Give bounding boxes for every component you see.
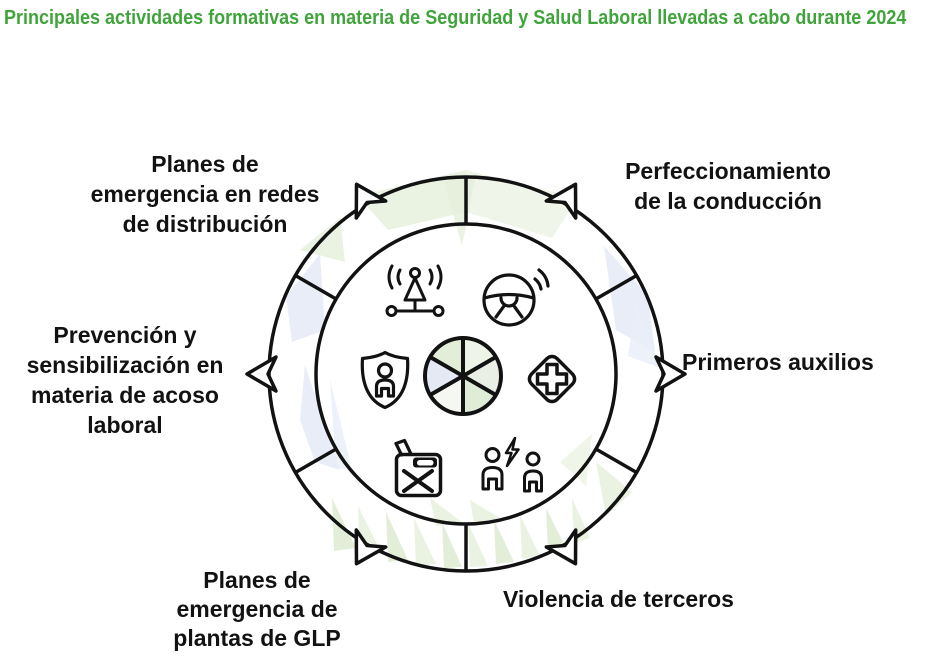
radio-antenna-network-icon: [383, 264, 447, 322]
label-planes-emergencia-redes: Planes de emergencia en redes de distrib…: [90, 151, 320, 237]
label-planes-emergencia-glp: Planes de emergencia de plantas de GLP: [173, 567, 341, 651]
label-prevencion-acoso: Prevención y sensibilización en materia …: [26, 322, 224, 438]
arrow-right: [654, 355, 687, 393]
watermark-pattern-inner: [300, 174, 592, 526]
label-perfeccionamiento-conduccion: Perfeccionamiento de la conducción: [625, 158, 831, 214]
arrow-top-right: [544, 182, 578, 220]
label-violencia-terceros: Violencia de terceros: [503, 586, 734, 612]
fuel-canister-icon: [389, 436, 447, 498]
arrow-bottom-right: [544, 528, 578, 566]
page-title: Principales actividades formativas en ma…: [4, 7, 907, 29]
people-conflict-lightning-icon: [478, 436, 548, 499]
ring-arrowheads: [245, 182, 687, 566]
label-primeros-auxilios: Primeros auxilios: [682, 349, 874, 375]
segmented-wheel-icon: [423, 336, 503, 416]
first-aid-cross-diamond-icon: [521, 348, 583, 410]
shield-person-icon: [358, 349, 412, 411]
arrow-top-left: [354, 182, 388, 220]
arrow-bottom-left: [354, 528, 388, 566]
watermark-pattern: [286, 170, 660, 568]
arrow-left: [245, 355, 278, 393]
steering-wheel-icon: [479, 263, 551, 327]
